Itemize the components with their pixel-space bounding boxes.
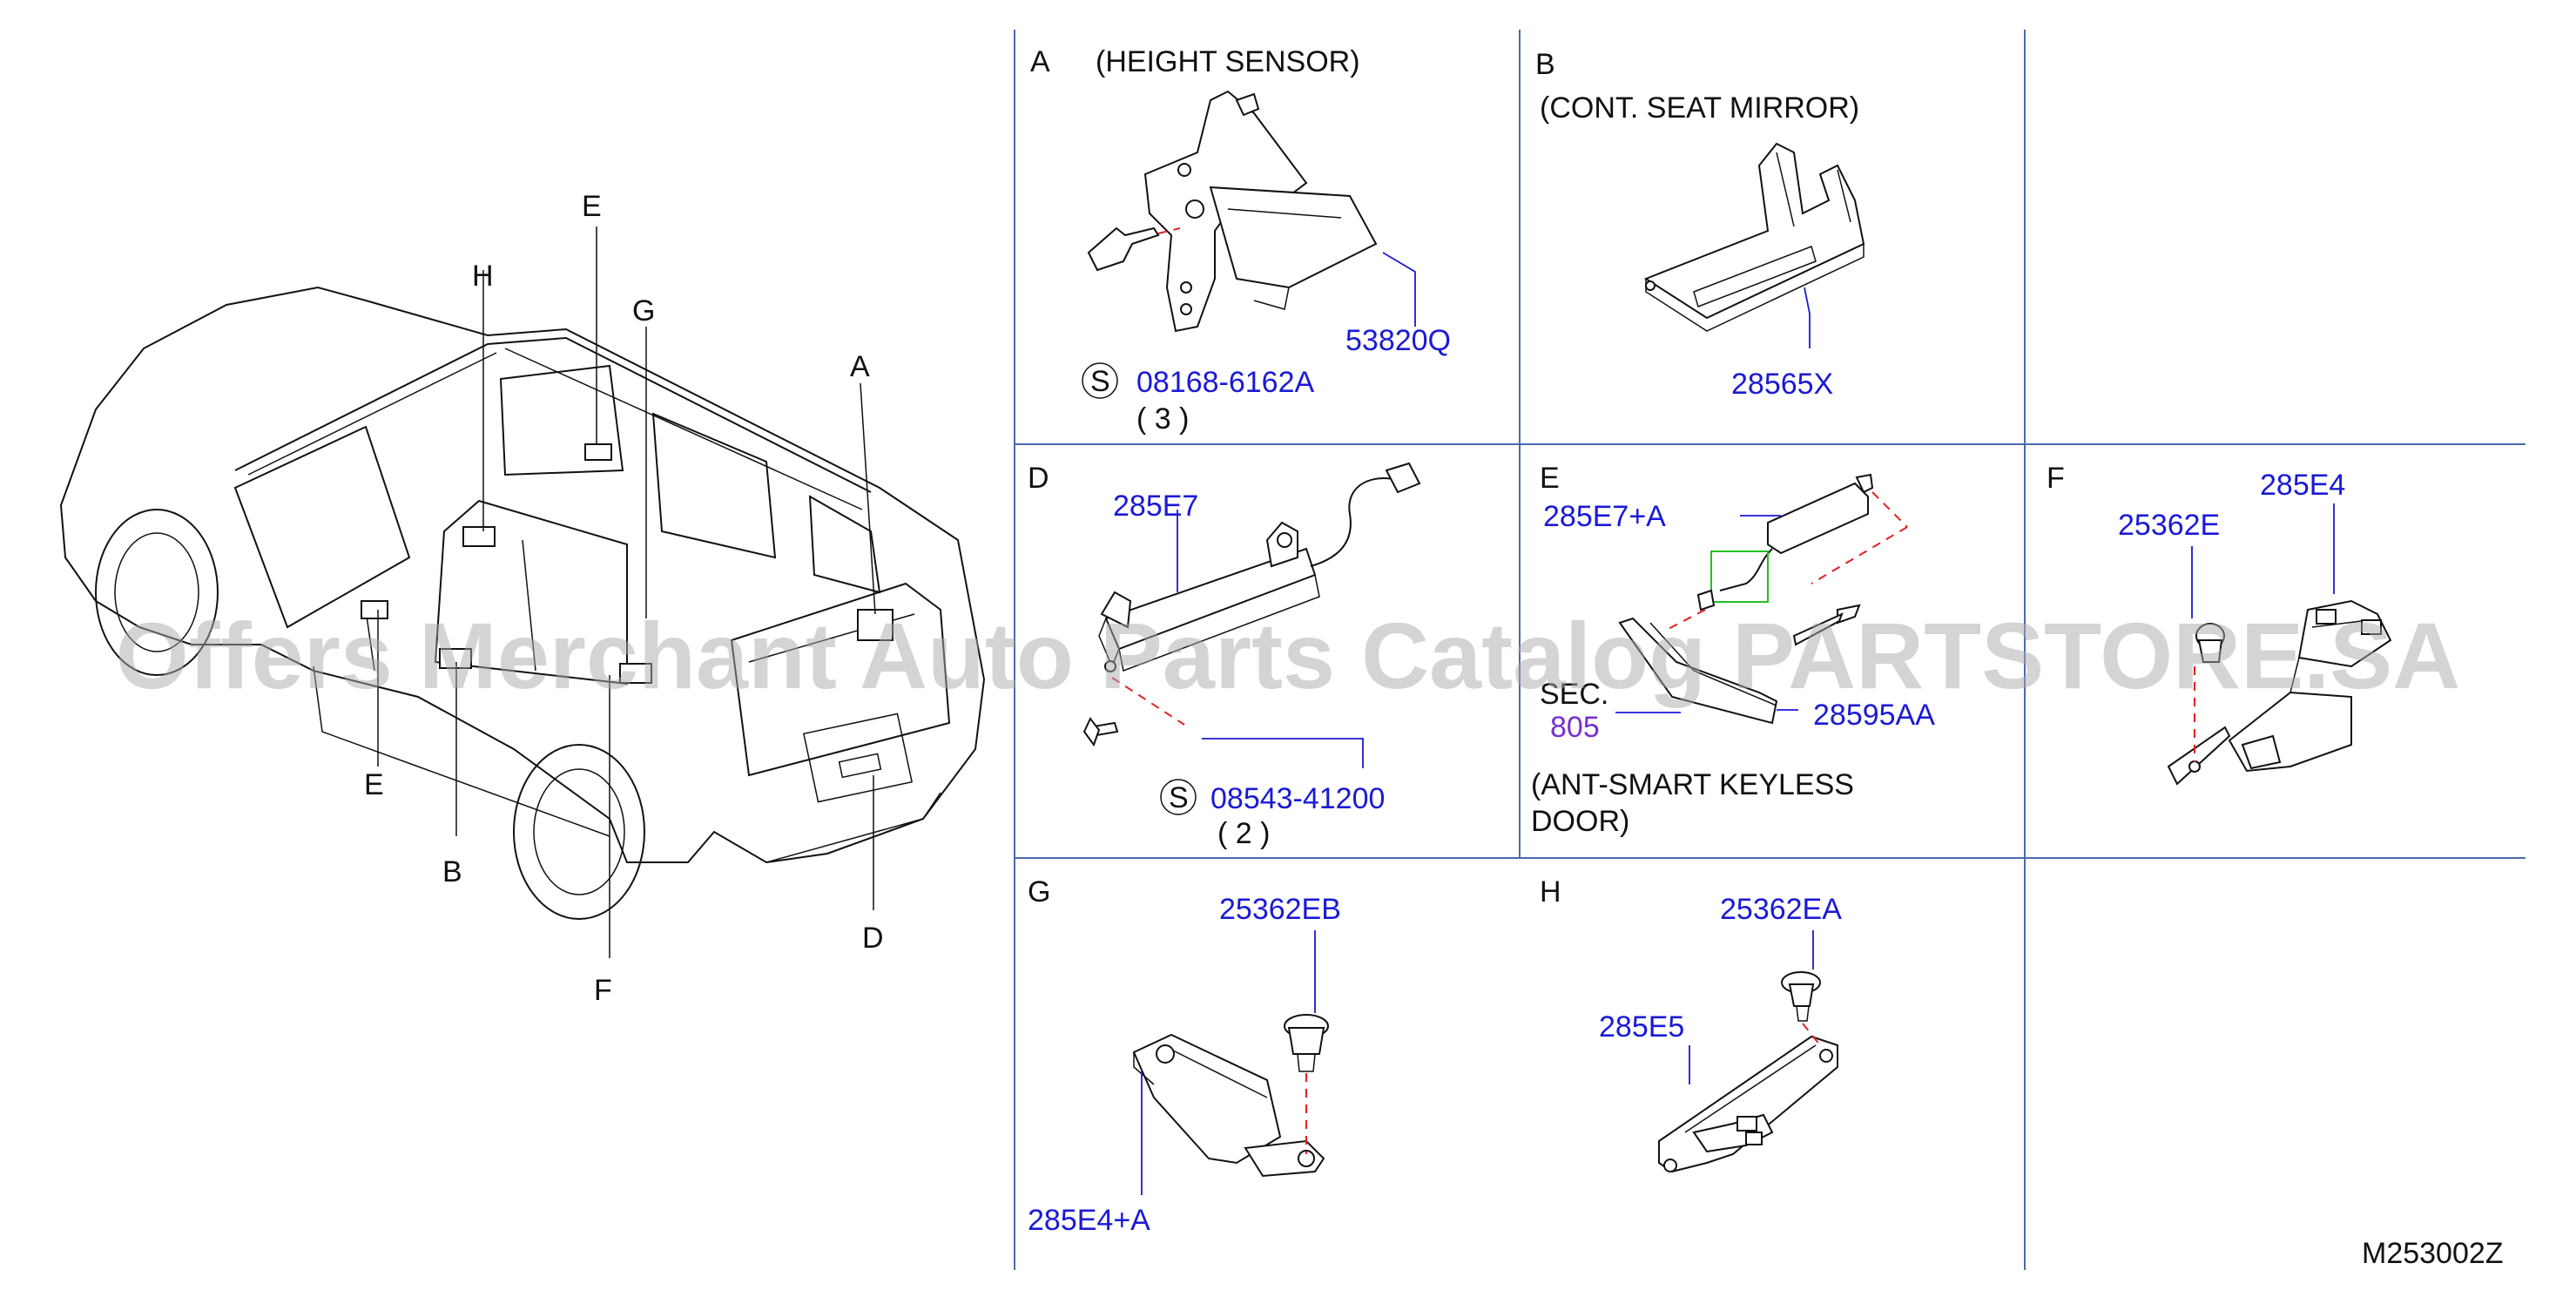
smart-keyless-antenna-drawing <box>1618 473 1874 725</box>
panel-e-note-line2: DOOR) <box>1531 805 1629 838</box>
vehicle-label-d: D <box>862 922 884 955</box>
panel-grid <box>1014 30 2525 1270</box>
section-ref-805: 805 <box>1550 711 1600 744</box>
part-53820q: 53820Q <box>1345 324 1451 357</box>
part-25362eb: 25362EB <box>1219 893 1341 926</box>
panel-e: E 285E7+A 28595AA SEC. 805 (ANT-SMART KE… <box>1531 462 1935 838</box>
vehicle-label-f: F <box>594 974 612 1007</box>
part-285e4: 285E4 <box>2260 469 2345 502</box>
seat-mirror-controller-drawing <box>1643 142 1865 332</box>
panel-h: H 25362EA 285E5 <box>1540 875 1842 1173</box>
part-285e7: 285E7 <box>1113 490 1198 523</box>
vehicle-label-b: B <box>442 855 462 888</box>
vehicle-label-e-top: E <box>582 190 602 223</box>
part-285e7-a: 285E7+A <box>1543 500 1666 533</box>
panel-h-letter: H <box>1540 875 1561 909</box>
part-25362e: 25362E <box>2118 509 2220 542</box>
antenna-f-drawing <box>2167 599 2392 786</box>
part-28565x: 28565X <box>1731 368 1833 401</box>
panel-a-title: (HEIGHT SENSOR) <box>1096 45 1360 78</box>
part-285e5: 285E5 <box>1599 1010 1684 1044</box>
panel-d-s-mark: S <box>1169 781 1189 814</box>
panel-f-letter: F <box>2047 462 2065 495</box>
vehicle-label-e-bottom: E <box>364 768 384 801</box>
panel-b: B (CONT. SEAT MIRROR) 28565X <box>1535 48 1865 401</box>
panel-a-letter: A <box>1030 45 1050 78</box>
vehicle-drawing: H E G A E B F D <box>59 190 986 1007</box>
panel-e-letter: E <box>1540 462 1560 495</box>
panel-g-letter: G <box>1028 875 1050 909</box>
vehicle-label-a: A <box>850 350 870 383</box>
panel-e-note-line1: (ANT-SMART KEYLESS <box>1531 768 1854 801</box>
panel-d: D 285E7 S 08543-41200 ( 2 ) <box>1028 462 1421 850</box>
panel-a: A (HEIGHT SENSOR) 53820Q S 08168-6162A (… <box>1030 45 1451 436</box>
panel-b-title: (CONT. SEAT MIRROR) <box>1540 91 1859 125</box>
antenna-d-drawing <box>1082 462 1421 747</box>
panel-a-qty: ( 3 ) <box>1136 402 1189 436</box>
diagram-code: M253002Z <box>2362 1237 2504 1270</box>
screw-08168-6162a: 08168-6162A <box>1136 366 1315 399</box>
panel-d-qty: ( 2 ) <box>1217 817 1270 850</box>
part-25362ea: 25362EA <box>1720 893 1842 926</box>
screw-08543-41200: 08543-41200 <box>1210 782 1385 815</box>
antenna-g-drawing <box>1132 1014 1329 1178</box>
height-sensor-drawing <box>1087 90 1378 333</box>
antenna-h-drawing <box>1658 971 1838 1173</box>
vehicle-label-g: G <box>632 294 655 328</box>
part-28595aa: 28595AA <box>1813 699 1935 732</box>
panel-d-letter: D <box>1028 462 1049 495</box>
section-ref-label: SEC. <box>1540 678 1608 711</box>
part-285e4-a: 285E4+A <box>1028 1204 1150 1237</box>
panel-b-letter: B <box>1535 48 1555 81</box>
panel-f: F 285E4 25362E <box>2047 462 2392 786</box>
vehicle-label-h: H <box>472 260 494 293</box>
panel-g: G 25362EB 285E4+A <box>1028 875 1341 1237</box>
panel-a-s-mark: S <box>1090 365 1110 398</box>
